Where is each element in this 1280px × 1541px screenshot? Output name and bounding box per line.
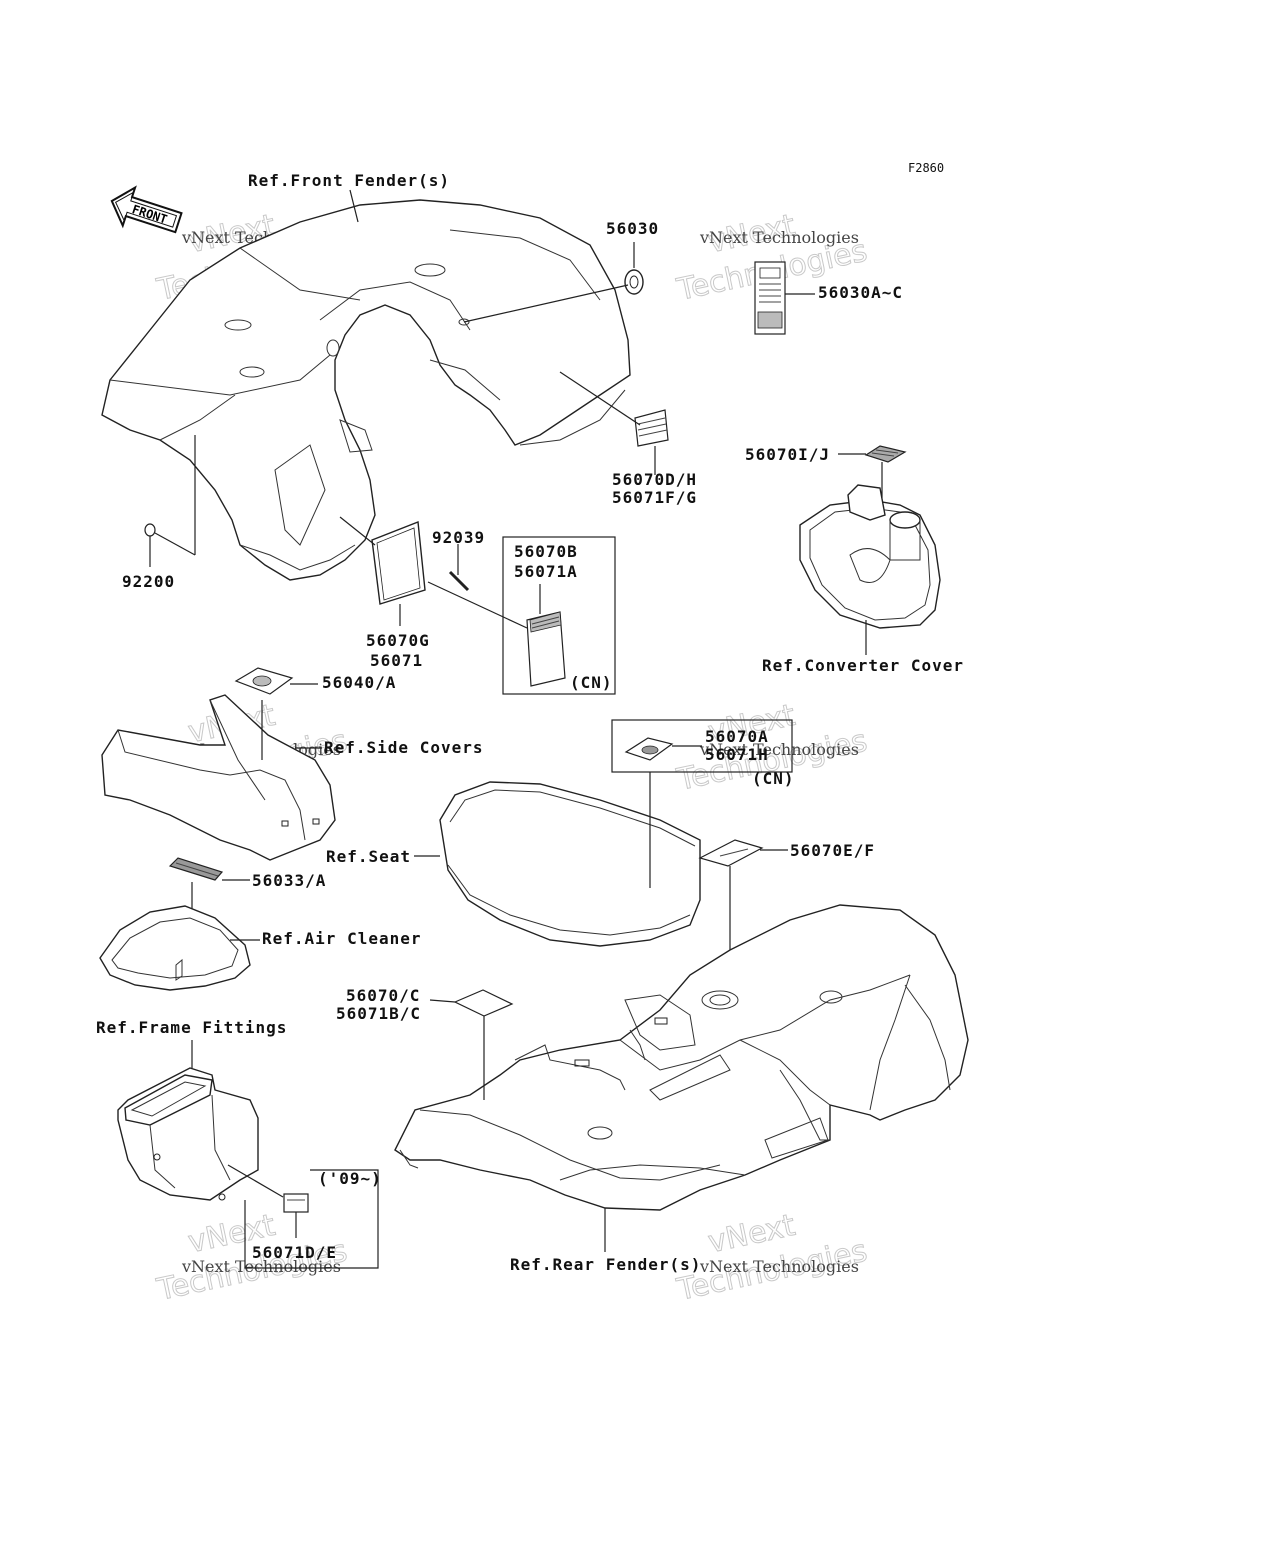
seat [439,781,701,947]
rear-fender [394,904,969,1211]
pin-icon [448,570,470,592]
label-56070d: 56070D/H [612,470,697,489]
sticker-56030a [754,261,786,335]
grommet-icon [624,269,644,295]
callout-box-year [244,1169,379,1269]
leader-line [559,371,641,426]
label-56070i: 56070I/J [745,445,830,464]
label-56071: 56071 [370,651,423,670]
label-56071h: 56071H [705,745,769,764]
label-rear-fender: Ref.Rear Fender(s) [510,1255,701,1274]
sticker-56070d [634,409,669,447]
leader-line [427,581,528,629]
label-year-09: ('09~) [318,1169,382,1188]
label-56070e: 56070E/F [790,841,875,860]
watermark-small: vNext Technologies [699,228,859,247]
label-frame-fittings: Ref.Frame Fittings [96,1018,287,1037]
label-56070a: 56070A [705,727,769,746]
figure-code: F2860 [908,161,944,175]
sticker-56070b [526,611,566,687]
watermark-small: vNext Technologies [699,1257,859,1276]
label-56030: 56030 [606,219,659,238]
label-92200: 92200 [122,572,175,591]
clip-icon [144,523,156,537]
label-cn-2: (CN) [752,769,795,788]
leader-line [227,1164,284,1198]
label-56071b: 56071B/C [336,1004,421,1023]
callout-box-cn [502,536,616,695]
sticker-56040 [234,667,294,695]
converter-cover [799,484,941,629]
label-56071f: 56071F/G [612,488,697,507]
label-56071d: 56071D/E [252,1243,337,1262]
label-56070b: 56070B [514,542,578,561]
label-converter-cover: Ref.Converter Cover [762,656,964,675]
frame-fittings [117,1067,259,1201]
sticker-56071d [283,1193,309,1213]
leader-line [349,189,359,223]
label-92039: 92039 [432,528,485,547]
leader-line [429,999,456,1003]
label-56033: 56033/A [252,871,326,890]
sticker-56070a [624,737,674,761]
label-56070g: 56070G [366,631,430,650]
label-56071a: 56071A [514,562,578,581]
label-56040: 56040/A [322,673,396,692]
callout-box-cn [611,719,793,773]
sticker-56070c [453,989,514,1017]
label-56030a: 56030A~C [818,283,903,302]
label-front-fender: Ref.Front Fender(s) [248,171,450,190]
air-cleaner [99,905,251,991]
front-fender [101,199,631,581]
leader-line [463,284,629,323]
watermark-small: vNext Technologies [181,1257,341,1276]
label-side-covers: Ref.Side Covers [324,738,484,757]
label-air-cleaner: Ref.Air Cleaner [262,929,422,948]
watermark-small: vNext Technologies [699,740,859,759]
label-cn-1: (CN) [570,673,613,692]
side-covers [101,694,336,861]
sticker-56070i [864,445,907,463]
grommet-hole [629,275,639,289]
sticker-56070g [371,521,426,605]
leader-line [339,516,376,546]
sticker-56033 [168,857,224,881]
label-56070c: 56070/C [346,986,420,1005]
leader-line [154,532,196,556]
front-arrow-icon: FRONT [110,185,183,234]
sticker-56070e [698,839,764,867]
label-seat: Ref.Seat [326,847,411,866]
